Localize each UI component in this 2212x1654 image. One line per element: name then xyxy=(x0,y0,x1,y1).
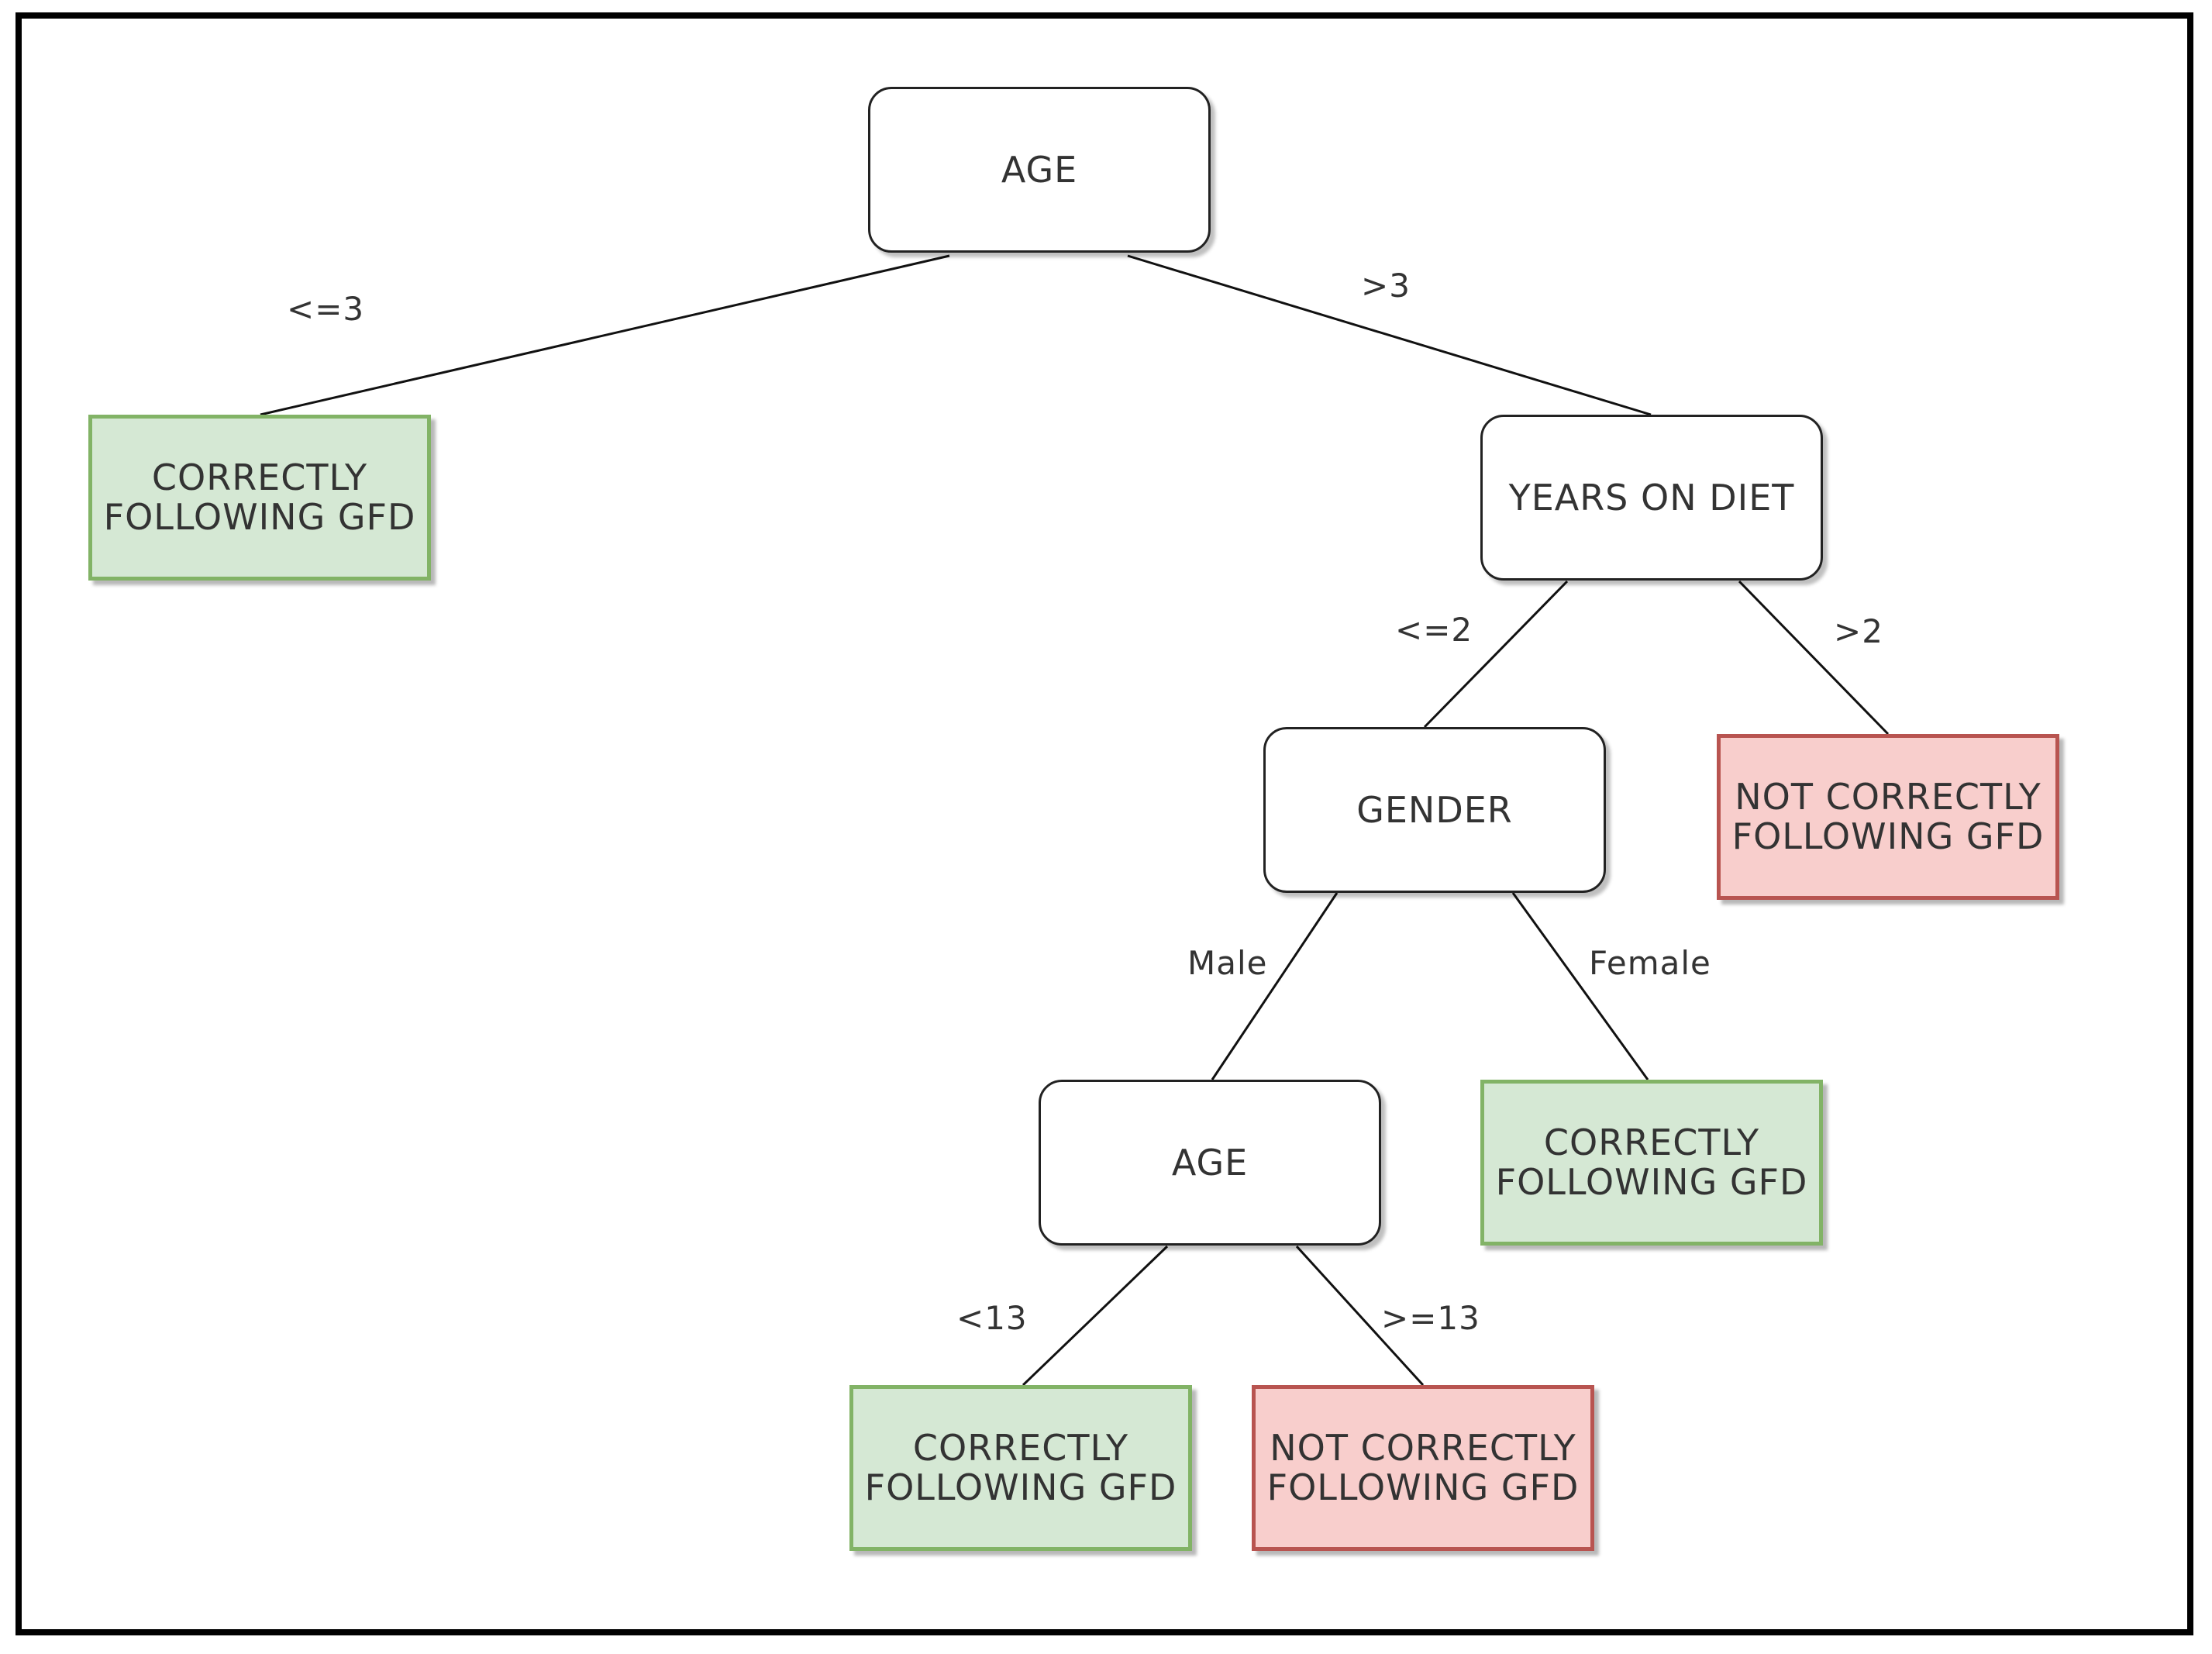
edge-label-gender-leaf3: Female xyxy=(1589,944,1711,982)
leaf-correctly-following-gfd-1: CORRECTLY FOLLOWING GFD xyxy=(88,415,431,581)
leaf-not-correctly-following-gfd-2: NOT CORRECTLY FOLLOWING GFD xyxy=(1252,1385,1594,1551)
decision-node-age-lower: AGE xyxy=(1039,1080,1381,1246)
edge-gender-age2 xyxy=(1211,892,1339,1080)
leaf-correctly-following-gfd-2: CORRECTLY FOLLOWING GFD xyxy=(1480,1080,1823,1246)
edge-years-leaf2 xyxy=(1738,580,1890,736)
decision-node-age-root: AGE xyxy=(868,87,1211,253)
decision-node-gender: GENDER xyxy=(1263,727,1606,893)
edge-label-years-leaf2: >2 xyxy=(1834,612,1883,650)
edge-label-age2-leaf5: >=13 xyxy=(1381,1299,1480,1337)
edge-label-gender-age2: Male xyxy=(1187,944,1268,982)
leaf-correctly-following-gfd-3: CORRECTLY FOLLOWING GFD xyxy=(849,1385,1192,1551)
edge-gender-leaf3 xyxy=(1511,892,1649,1080)
edge-label-root-years: >3 xyxy=(1361,267,1411,305)
edge-years-gender xyxy=(1423,580,1569,729)
edge-age2-leaf5 xyxy=(1295,1245,1425,1387)
diagram-frame xyxy=(16,12,2193,1635)
decision-node-years-on-diet: YEARS ON DIET xyxy=(1480,415,1823,581)
edge-root-years xyxy=(1127,254,1652,416)
edge-label-age2-leaf4: <13 xyxy=(956,1299,1028,1337)
edge-root-leaf1 xyxy=(260,254,950,416)
leaf-not-correctly-following-gfd-1: NOT CORRECTLY FOLLOWING GFD xyxy=(1717,734,2059,900)
edge-age2-leaf4 xyxy=(1022,1245,1169,1387)
edge-label-root-leaf1: <=3 xyxy=(287,290,365,328)
edge-label-years-gender: <=2 xyxy=(1395,611,1473,649)
